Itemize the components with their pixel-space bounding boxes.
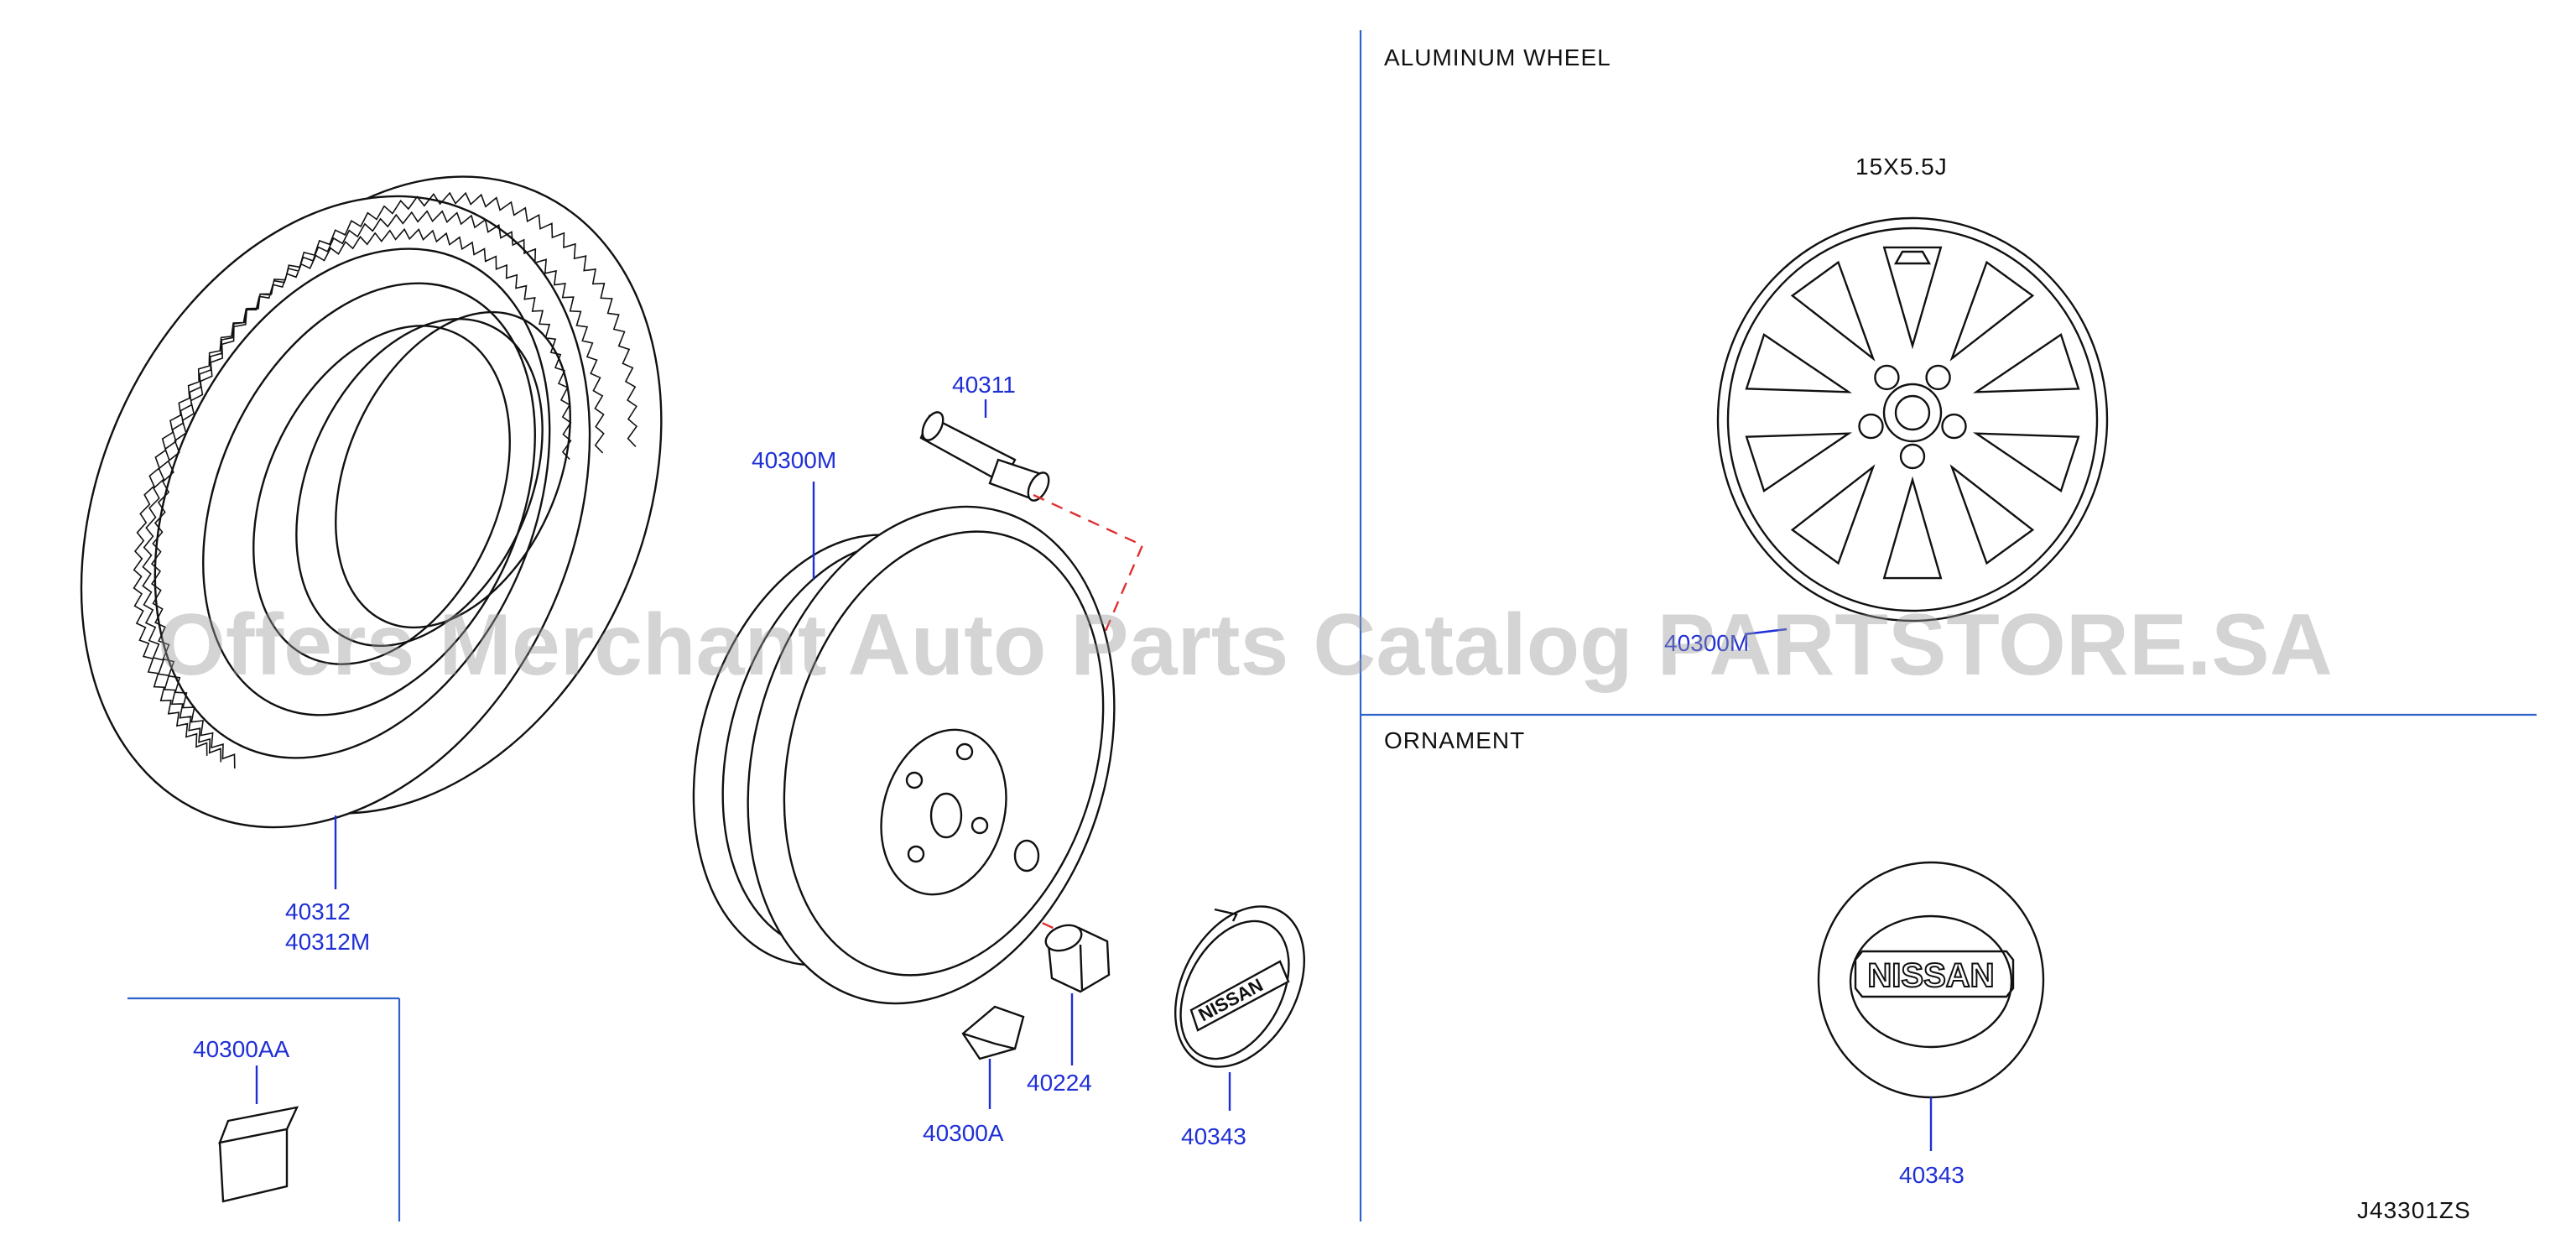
wheel-spoke-window <box>1745 432 1853 492</box>
wheel-spoke-window <box>1790 260 1876 362</box>
wheel-spoke-window <box>1949 260 2035 362</box>
balance-weight-part-number[interactable]: 40300A <box>923 1120 1004 1146</box>
weight-box-drawing <box>218 1065 299 1203</box>
weight-box-part-number[interactable]: 40300AA <box>193 1036 290 1062</box>
center-cap-part-number[interactable]: 40343 <box>1181 1123 1246 1149</box>
tire-part-number[interactable]: 40312 <box>285 899 351 925</box>
diagram-code: J43301ZS <box>2357 1197 2471 1223</box>
lug-hole <box>1925 364 1951 391</box>
wheel-spoke-window <box>1790 464 1876 565</box>
wheel-nut-drawing <box>1044 924 1111 1065</box>
wheel-spoke-window <box>1972 333 2080 393</box>
lug-hole <box>1858 413 1884 440</box>
wheel-size-label: 15X5.5J <box>1855 154 1948 180</box>
lug-hole <box>1941 413 1967 440</box>
wheel-spoke-window <box>1745 333 1853 393</box>
ornament-cap-drawing: NISSAN <box>1817 861 2045 1151</box>
valve-part-number[interactable]: 40311 <box>952 372 1016 398</box>
wheel-spoke-window <box>1972 432 2080 492</box>
tire-part-number-alt[interactable]: 40312M <box>285 929 370 955</box>
watermark-text: Offers Merchant Auto Parts Catalog PARTS… <box>158 596 2333 694</box>
ornament-cap-badge: NISSAN <box>1867 957 1994 994</box>
tire-drawing <box>80 175 663 889</box>
center-cap-drawing: NISSAN <box>1174 905 1305 1111</box>
aluminum-wheel-title: ALUMINUM WHEEL <box>1384 44 1611 70</box>
aluminum-wheel-drawing <box>1716 216 2109 636</box>
lug-hole <box>1874 364 1900 391</box>
wheel-spoke-window <box>1949 464 2035 565</box>
valve-drawing <box>919 399 1050 502</box>
steel-wheel-part-number[interactable]: 40300M <box>752 447 836 473</box>
ornament-title: ORNAMENT <box>1384 727 1525 753</box>
lug-hole <box>1899 443 1926 470</box>
balance-weight-drawing <box>961 1005 1025 1109</box>
wheel-spoke-window <box>1882 246 1943 350</box>
wheel-spoke-window <box>1882 476 1943 580</box>
wheel-nut-part-number[interactable]: 40224 <box>1027 1070 1092 1096</box>
steel-wheel-drawing <box>692 482 1116 1005</box>
section-frames <box>127 30 2537 1222</box>
ornament-cap-part-number[interactable]: 40343 <box>1899 1162 1965 1188</box>
aluminum-wheel-part-number[interactable]: 40300M <box>1664 630 1749 656</box>
